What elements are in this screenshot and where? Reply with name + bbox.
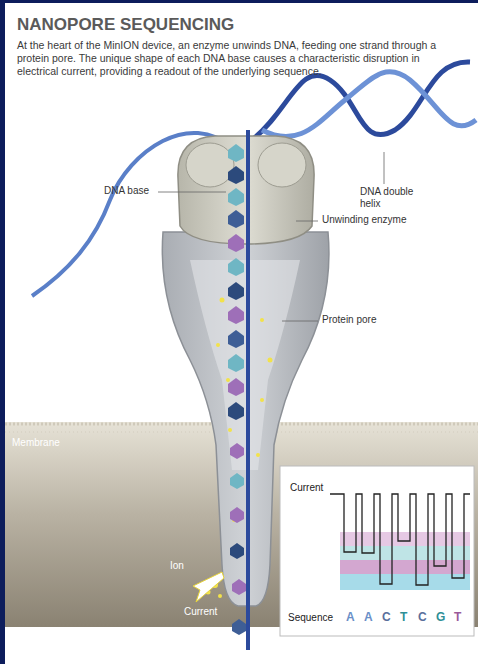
enzyme-lobe (258, 143, 306, 187)
signal-band (340, 560, 470, 574)
part-label: Ion (170, 560, 184, 572)
pore-channel (190, 260, 300, 470)
sequence-letter: T (454, 610, 461, 624)
sequence-letter: A (346, 610, 355, 624)
part-label: Unwinding enzyme (322, 214, 407, 226)
layer-label: Membrane (12, 437, 60, 449)
current-trace (330, 494, 470, 585)
dna-strand (246, 130, 250, 650)
part-label: DNA double helix (360, 186, 420, 210)
unwinding-enzyme (178, 136, 314, 244)
leader-lines (158, 152, 384, 321)
ion-dots (206, 298, 273, 599)
diagram-caption: At the heart of the MinION device, an en… (17, 39, 462, 78)
part-label: DNA base (104, 185, 149, 197)
inset-panel (280, 466, 474, 636)
sequence-letter: C (382, 610, 391, 624)
signal-band (340, 574, 470, 590)
axis-label: Current (290, 482, 323, 494)
dna-helix-strand (262, 72, 476, 137)
signal-band (340, 546, 470, 560)
sequence-letter: T (400, 610, 407, 624)
sequence-letter: G (436, 610, 445, 624)
sequence-letter: A (364, 610, 373, 624)
sequence-letter: C (418, 610, 427, 624)
part-label: Current (184, 606, 217, 618)
dna-bases (228, 144, 246, 635)
part-label: Protein pore (322, 314, 376, 326)
signal-band (340, 532, 470, 546)
enzyme-lobe (186, 143, 234, 187)
diagram-title: NANOPORE SEQUENCING (17, 15, 234, 35)
axis-label: Sequence (288, 612, 333, 624)
current-arrow (193, 572, 224, 602)
